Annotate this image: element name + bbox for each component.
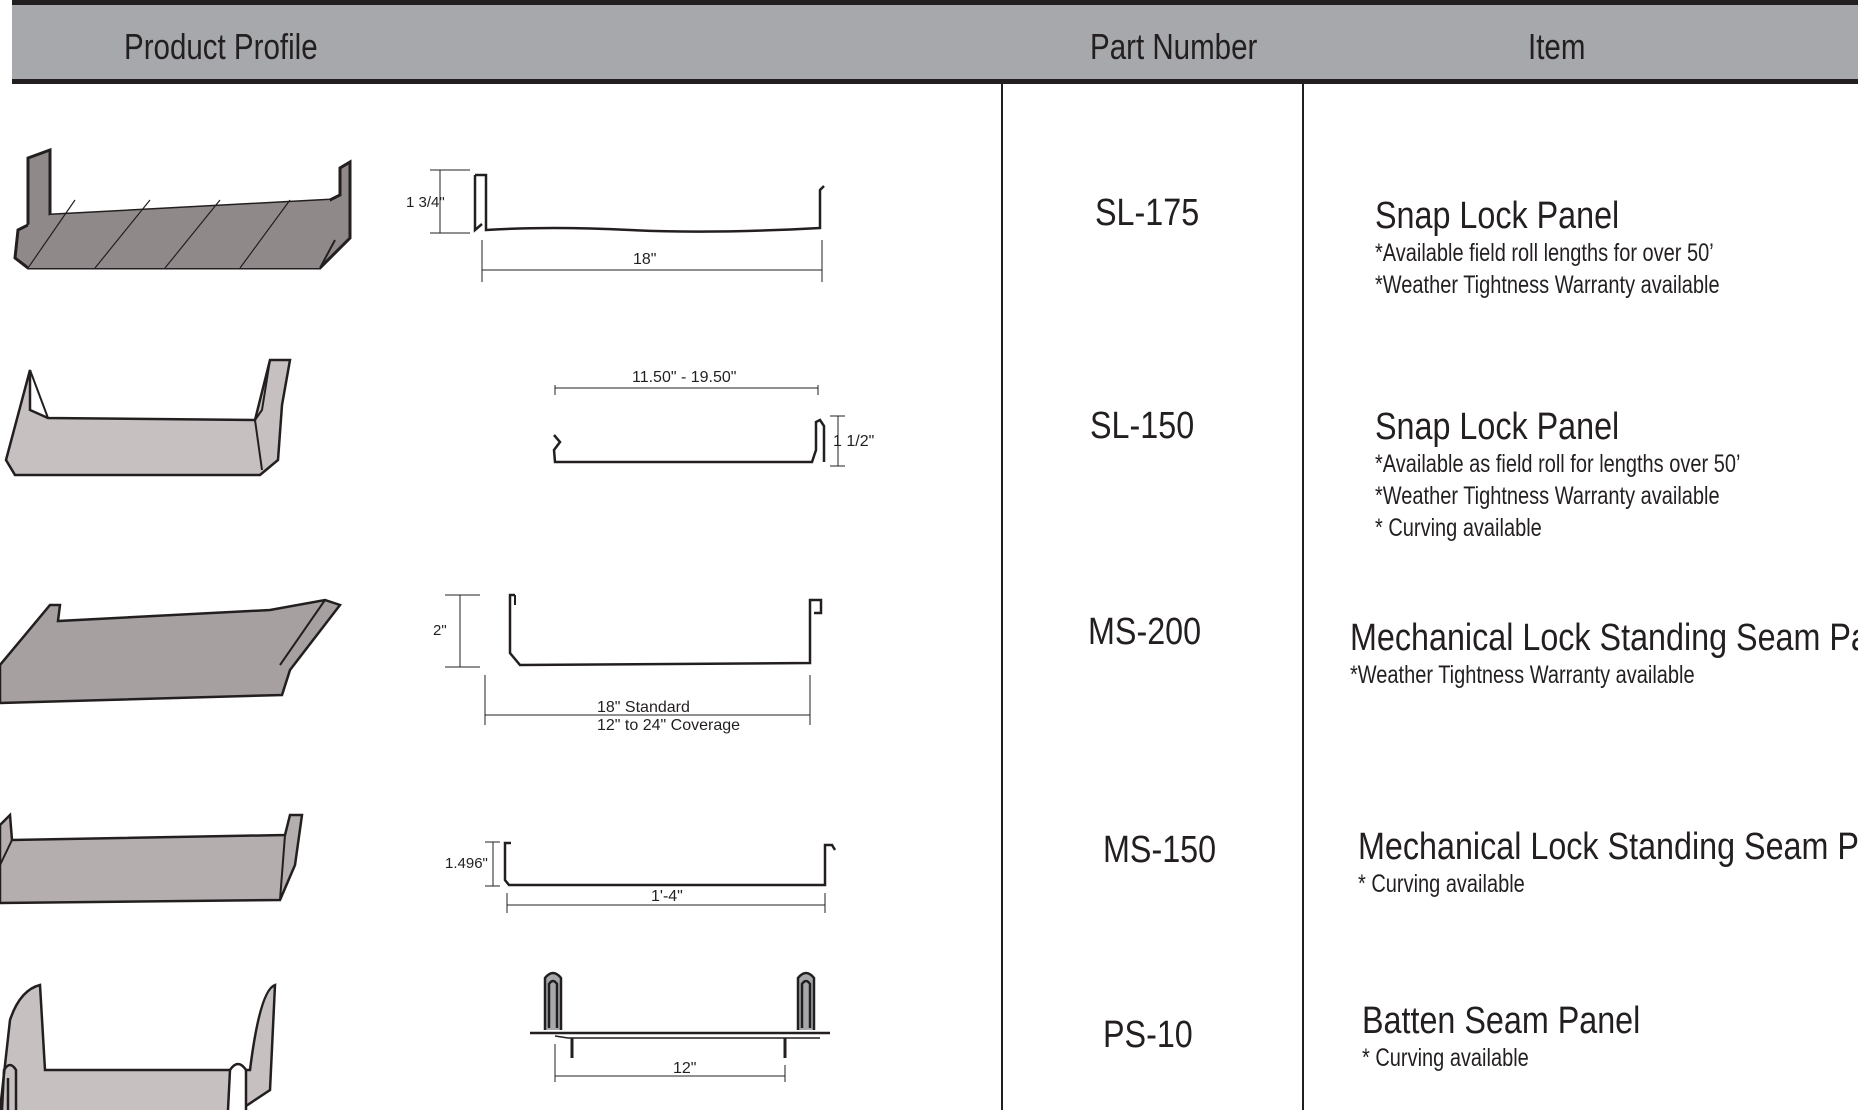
part-number-sl-175: SL-175 bbox=[1095, 192, 1200, 234]
sl-150-height-label: 1 1/2" bbox=[833, 433, 874, 450]
sl-150-width-label: 11.50" - 19.50" bbox=[632, 369, 736, 386]
item-ms-150: Mechanical Lock Standing Seam Panel * Cu… bbox=[1358, 826, 1858, 900]
header-product-profile: Product Profile bbox=[124, 26, 318, 67]
item-sl-175: Snap Lock Panel *Available field roll le… bbox=[1375, 195, 1806, 301]
item-note: *Weather Tightness Warranty available bbox=[1350, 661, 1695, 689]
sl-150-dimension-diagram: 11.50" - 19.50" 1 1/2" bbox=[552, 369, 874, 467]
item-note: *Weather Tightness Warranty available bbox=[1375, 482, 1720, 510]
sl-175-width-label: 18" bbox=[633, 251, 656, 268]
ms-150-dimension-diagram: 1.496" 1'-4" bbox=[445, 841, 837, 913]
product-row-ps-10: 12" PS-10 Batten Seam Panel * Curving av… bbox=[0, 970, 1858, 1110]
ps-10-width-label: 12" bbox=[673, 1060, 696, 1077]
part-number-ms-200: MS-200 bbox=[1088, 611, 1202, 653]
item-title: Batten Seam Panel bbox=[1362, 1000, 1641, 1042]
header-part-number: Part Number bbox=[1090, 26, 1258, 67]
ms-150-height-label: 1.496" bbox=[445, 855, 488, 872]
item-title: Mechanical Lock Standing Seam Panel bbox=[1350, 617, 1858, 659]
product-row-sl-150: 11.50" - 19.50" 1 1/2" SL-150 Snap Lock … bbox=[0, 350, 1858, 542]
ms-200-dimension-diagram: 2" 18" Standard 12" to 24" Coverage bbox=[433, 593, 823, 734]
product-row-ms-150: 1.496" 1'-4" MS-150 Mechanical Lock Stan… bbox=[0, 805, 1858, 945]
part-number-sl-150: SL-150 bbox=[1090, 405, 1195, 447]
product-row-sl-175: 1 3/4" 18" SL-175 Snap Lock Panel *Avail… bbox=[0, 140, 1858, 320]
sl-150-panel-illustration bbox=[4, 358, 292, 477]
item-note: *Available field roll lengths for over 5… bbox=[1375, 239, 1714, 267]
column-divider-part-number bbox=[1001, 82, 1003, 1110]
column-divider-item bbox=[1302, 82, 1304, 1110]
product-row-ms-200: 2" 18" Standard 12" to 24" Coverage MS-2… bbox=[0, 585, 1858, 755]
item-sl-150: Snap Lock Panel *Available as field roll… bbox=[1375, 406, 1832, 544]
item-title: Snap Lock Panel bbox=[1375, 195, 1620, 237]
item-note: * Curving available bbox=[1358, 870, 1525, 898]
table-header: Product Profile Part Number Item bbox=[12, 0, 1858, 84]
part-number-ms-150: MS-150 bbox=[1103, 829, 1217, 871]
ms-200-panel-illustration bbox=[0, 598, 343, 705]
item-title: Snap Lock Panel bbox=[1375, 406, 1620, 448]
sl-175-height-label: 1 3/4" bbox=[406, 194, 445, 211]
header-item: Item bbox=[1528, 26, 1586, 67]
part-number-ps-10: PS-10 bbox=[1103, 1014, 1193, 1056]
item-ps-10: Batten Seam Panel * Curving available bbox=[1362, 1000, 1689, 1074]
ms-150-panel-illustration bbox=[0, 812, 304, 905]
ms-200-width-label-1: 18" Standard bbox=[597, 699, 690, 716]
ms-150-width-label: 1'-4" bbox=[651, 888, 683, 905]
item-note: * Curving available bbox=[1362, 1044, 1529, 1072]
item-note: *Available as field roll for lengths ove… bbox=[1375, 450, 1741, 478]
item-note: *Weather Tightness Warranty available bbox=[1375, 271, 1720, 299]
ps-10-panel-illustration bbox=[0, 983, 277, 1110]
ms-200-height-label: 2" bbox=[433, 622, 447, 639]
sl-175-dimension-diagram: 1 3/4" 18" bbox=[406, 169, 825, 282]
item-title: Mechanical Lock Standing Seam Panel bbox=[1358, 826, 1858, 868]
item-note: * Curving available bbox=[1375, 514, 1542, 542]
ps-10-dimension-diagram: 12" bbox=[530, 971, 830, 1082]
item-ms-200: Mechanical Lock Standing Seam Panel *Wea… bbox=[1350, 617, 1858, 691]
ms-200-width-label-2: 12" to 24" Coverage bbox=[597, 717, 740, 734]
sl-175-panel-illustration bbox=[13, 147, 352, 270]
